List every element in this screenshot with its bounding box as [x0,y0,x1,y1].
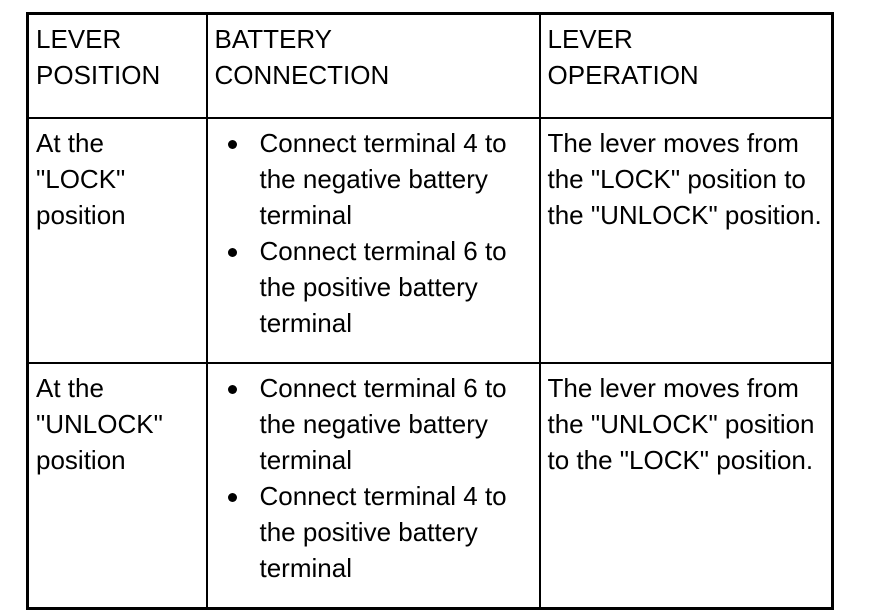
cell-battery-connection-row-1: Connect terminal 4 to the negative batte… [205,117,541,364]
cell-lever-operation-row-1: The lever moves from the "LOCK" position… [538,117,834,364]
battery-connection-list-row-2: Connect terminal 6 to the negative batte… [215,370,531,586]
table-row: At the "UNLOCK" position Connect termina… [26,362,834,610]
list-item: Connect terminal 4 to the negative batte… [215,125,531,233]
cell-lever-operation-row-2: The lever moves from the "UNLOCK" positi… [538,362,834,610]
cell-lever-position-row-2: At the "UNLOCK" position [26,362,208,610]
lever-position-table: LEVER POSITION BATTERY CONNECTION LEVER … [26,12,834,610]
lever-position-table-container: LEVER POSITION BATTERY CONNECTION LEVER … [26,12,834,610]
lever-operation-text-row-2: The lever moves from the "UNLOCK" positi… [547,373,815,475]
column-header-battery-connection-label: BATTERY CONNECTION [214,24,390,90]
column-header-lever-position-label: LEVER POSITION [36,24,161,90]
column-header-lever-operation: LEVER OPERATION [538,12,834,119]
list-item: Connect terminal 4 to the positive batte… [215,478,531,586]
battery-connection-text-row-2-item-2: Connect terminal 4 to the positive batte… [259,481,507,583]
column-header-lever-operation-label: LEVER OPERATION [547,24,699,90]
battery-connection-list-row-1: Connect terminal 4 to the negative batte… [215,125,531,341]
lever-position-text-row-1: At the "LOCK" position [36,128,126,230]
lever-position-text-row-2: At the "UNLOCK" position [36,373,163,475]
column-header-battery-connection: BATTERY CONNECTION [205,12,541,119]
list-item: Connect terminal 6 to the negative batte… [215,370,531,478]
battery-connection-text-row-1-item-1: Connect terminal 4 to the negative batte… [259,128,507,230]
cell-lever-position-row-1: At the "LOCK" position [26,117,208,364]
cell-battery-connection-row-2: Connect terminal 6 to the negative batte… [205,362,541,610]
battery-connection-text-row-1-item-2: Connect terminal 6 to the positive batte… [259,236,507,338]
lever-operation-text-row-1: The lever moves from the "LOCK" position… [547,128,822,230]
table-row: At the "LOCK" position Connect terminal … [26,117,834,364]
column-header-lever-position: LEVER POSITION [26,12,208,119]
list-item: Connect terminal 6 to the positive batte… [215,233,531,341]
battery-connection-text-row-2-item-1: Connect terminal 6 to the negative batte… [259,373,507,475]
table-header-row: LEVER POSITION BATTERY CONNECTION LEVER … [26,12,834,119]
